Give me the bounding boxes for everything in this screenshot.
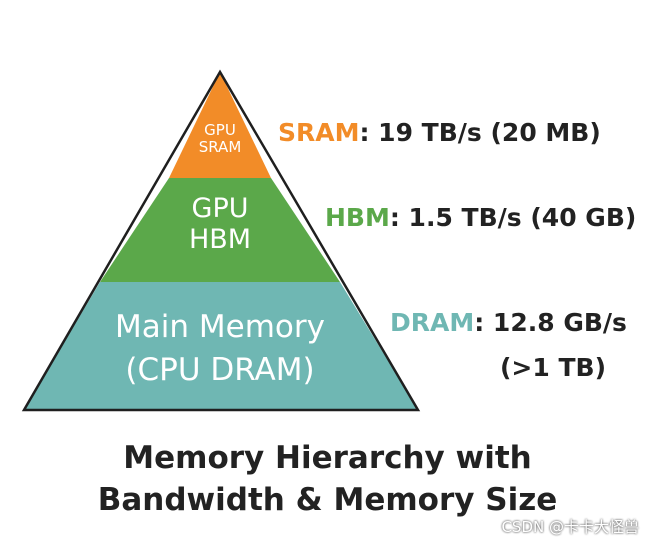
dram-spec-size: (>1 TB) [500,353,607,382]
pyramid-tier-hbm [100,178,340,282]
watermark: CSDN @卡卡大怪兽 [501,518,639,536]
caption-line1: Memory Hierarchy with [123,440,532,476]
sram-tier-line1: GPU [204,121,236,139]
dram-spec-label: DRAM: 12.8 GB/s [390,308,627,337]
hbm-tier-line2: HBM [188,224,252,256]
sram-spec-label: SRAM: 19 TB/s (20 MB) [278,118,601,147]
sram-name: SRAM [278,118,360,147]
caption-line2: Bandwidth & Memory Size [97,481,558,518]
dram-tier-line2: (CPU DRAM) [125,352,315,389]
hbm-spec-label: HBM: 1.5 TB/s (40 GB) [325,203,636,232]
dram-spec: : 12.8 GB/s [474,308,627,337]
pyramid-outline [21,69,421,412]
hbm-spec: : 1.5 TB/s (40 GB) [389,203,637,232]
pyramid-tier-dram [24,282,418,410]
dram-tier-line1: Main Memory [115,309,325,345]
sram-spec: : 19 TB/s (20 MB) [359,118,601,147]
hbm-tier-label: GPU HBM [150,193,290,255]
diagram-caption: Memory Hierarchy with Bandwidth & Memory… [0,438,655,522]
dram-tier-label: Main Memory (CPU DRAM) [80,306,360,393]
dram-name: DRAM [390,308,475,337]
hbm-name: HBM [325,203,390,232]
sram-tier-line2: SRAM [198,138,242,157]
sram-tier-label: GPU SRAM [180,121,260,157]
pyramid-tier-sram [169,72,271,178]
hbm-tier-line1: GPU [191,193,249,224]
